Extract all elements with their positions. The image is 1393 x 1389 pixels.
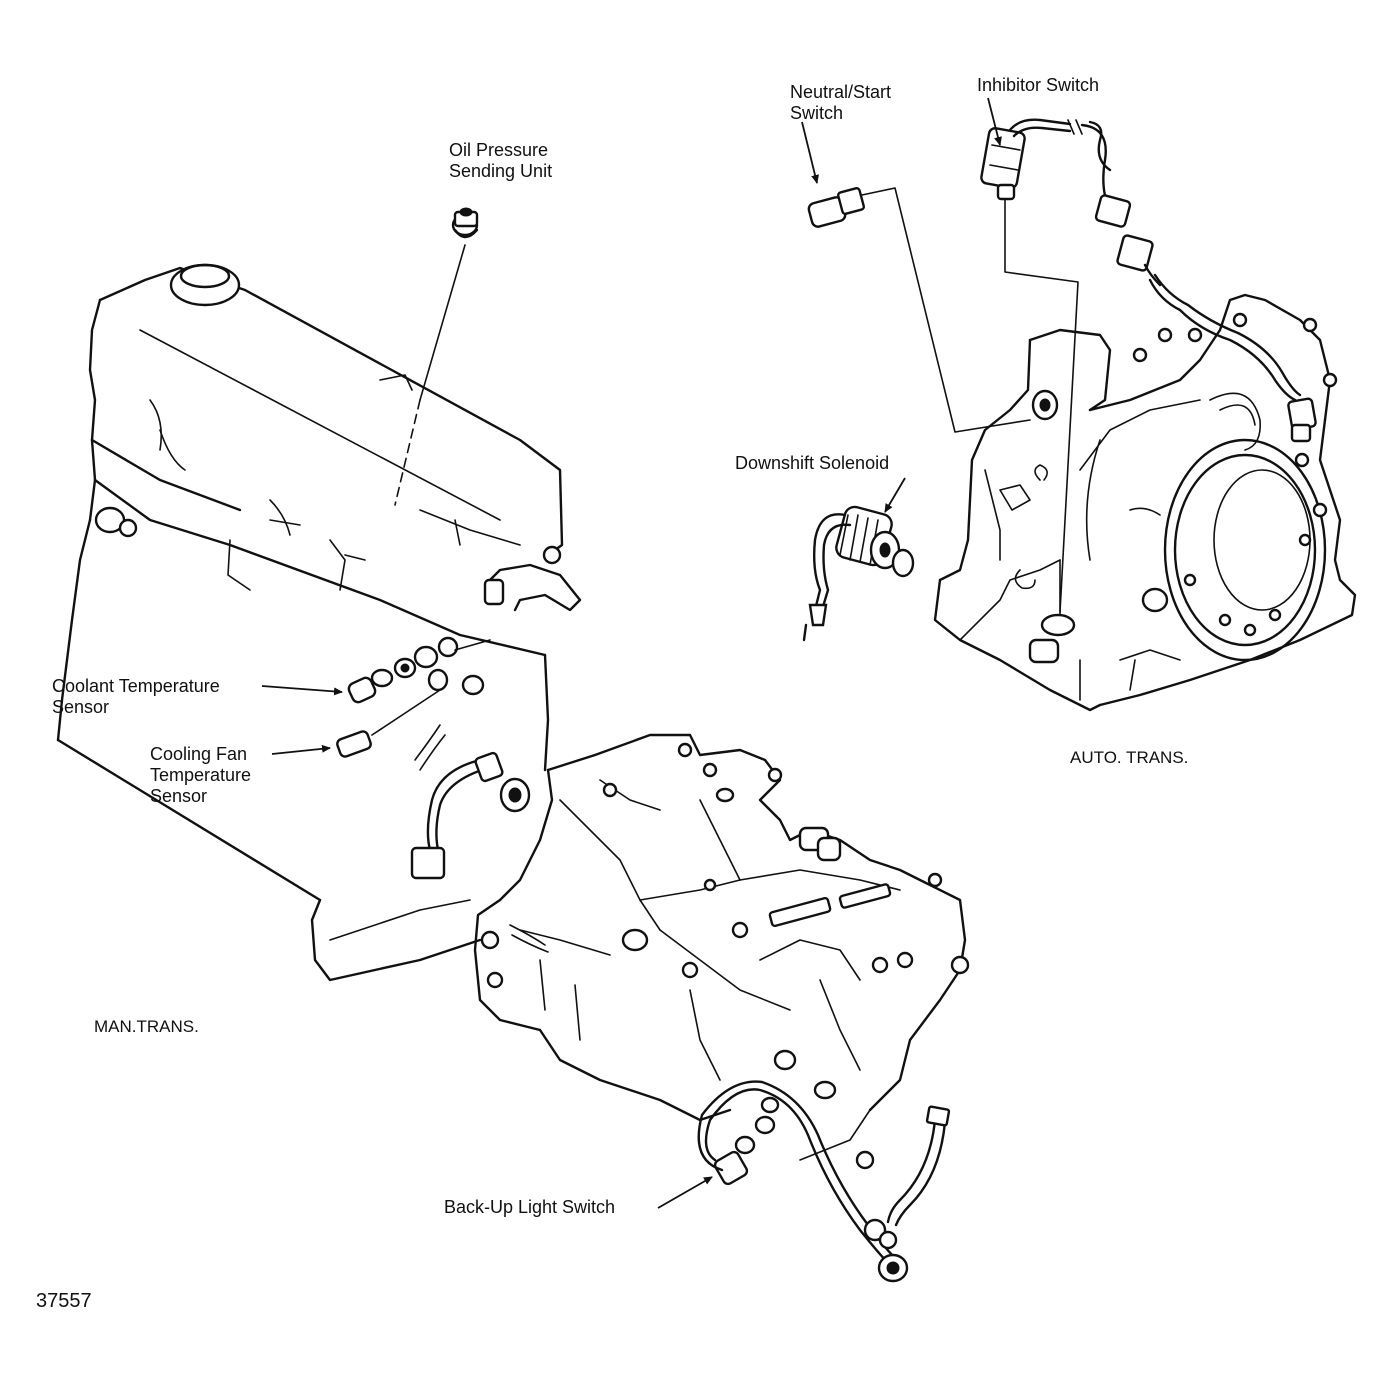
coolant-label-line1: Coolant Temperature bbox=[52, 676, 220, 696]
figure-number: 37557 bbox=[36, 1290, 92, 1312]
cooling-fan-label-line2: Temperature bbox=[150, 765, 252, 785]
coolant-label-line2: Sensor bbox=[52, 697, 110, 717]
oil-pressure-label-line2: Sending Unit bbox=[449, 161, 553, 181]
neutral-start-label: Neutral/Start Switch bbox=[790, 82, 891, 124]
neutral-start-label-line1: Neutral/Start bbox=[790, 82, 892, 102]
back-up-light-switch-label: Back-Up Light Switch bbox=[444, 1197, 616, 1217]
automatic-transaxle bbox=[933, 120, 1357, 712]
auto-trans-label: AUTO. TRANS. bbox=[1070, 748, 1189, 767]
cooling-fan-label-line1: Cooling Fan bbox=[150, 744, 248, 764]
downshift-solenoid-label: Downshift Solenoid bbox=[735, 453, 890, 473]
back-up-light-switch bbox=[697, 1080, 951, 1283]
cooling-fan-label-line3: Sensor bbox=[150, 786, 208, 806]
manual-transaxle bbox=[473, 733, 970, 1170]
connector-pigtail bbox=[410, 751, 531, 880]
downshift-solenoid bbox=[802, 505, 915, 642]
cooling-fan-temperature-label: Cooling Fan Temperature Sensor bbox=[150, 744, 251, 807]
leader-lines bbox=[261, 97, 1002, 1209]
neutral-start-switch bbox=[807, 187, 1031, 433]
neutral-start-label-line2: Switch bbox=[790, 103, 844, 123]
coolant-temperature-label: Coolant Temperature Sensor bbox=[52, 676, 220, 718]
oil-pressure-label: Oil Pressure Sending Unit bbox=[449, 140, 552, 182]
inhibitor-switch-label: Inhibitor Switch bbox=[977, 75, 1100, 95]
oil-pressure-sending-unit bbox=[451, 207, 479, 239]
coolant-temperature-sensor bbox=[347, 636, 491, 704]
inhibitor-switch bbox=[980, 118, 1162, 613]
man-trans-label: MAN.TRANS. bbox=[94, 1017, 199, 1036]
cooling-fan-temperature-sensor bbox=[336, 668, 449, 771]
engine-block bbox=[56, 244, 582, 982]
oil-pressure-label-line1: Oil Pressure bbox=[449, 140, 549, 160]
